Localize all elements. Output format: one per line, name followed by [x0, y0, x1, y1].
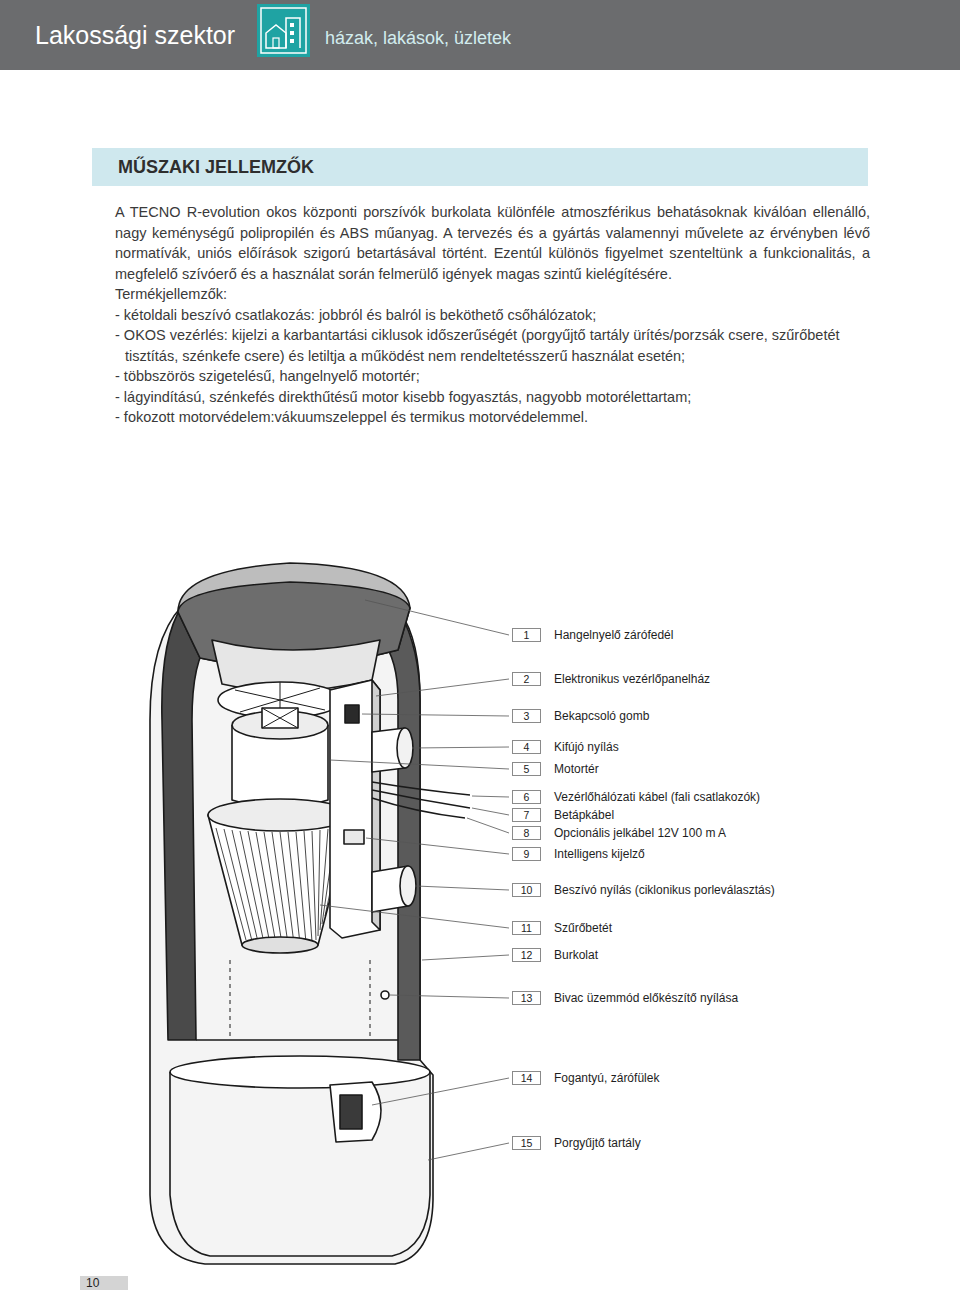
- part-name: Porgyűjtő tartály: [554, 1135, 641, 1151]
- callout-number: 2: [513, 673, 540, 685]
- part-name: Betápkábel: [554, 807, 614, 823]
- feature-item: - kétoldali beszívó csatlakozás: jobbról…: [115, 305, 870, 326]
- callout-number: 6: [513, 791, 540, 803]
- callout-box: 8Opcionális jelkábel 12V 100 m A: [512, 826, 541, 840]
- callout-number: 8: [513, 827, 540, 839]
- callout-box: 1Hangelnyelő zárófedél: [512, 628, 541, 642]
- list-heading: Termékjellemzők:: [115, 284, 870, 305]
- callout-box: 11Szűrőbetét: [512, 921, 541, 935]
- part-name: Intelligens kijelző: [554, 846, 645, 862]
- vacuum-unit-drawing: [150, 563, 470, 1264]
- leader-lines: [320, 600, 509, 1160]
- title-band: [92, 148, 868, 186]
- callout-box: 14Fogantyú, zárófülek: [512, 1071, 541, 1085]
- callout-box: 5Motortér: [512, 762, 541, 776]
- callout-box: 10Beszívó nyílás (ciklonikus porleválasz…: [512, 883, 541, 897]
- section-title: MŰSZAKI JELLEMZŐK: [118, 156, 314, 178]
- part-name: Motortér: [554, 761, 599, 777]
- callout-box: 4Kifújó nyílás: [512, 740, 541, 754]
- callout-number: 5: [513, 763, 540, 775]
- callout-number: 4: [513, 741, 540, 753]
- callout-number: 12: [513, 949, 540, 961]
- callout-box: 7Betápkábel: [512, 808, 541, 822]
- feature-item: - többszörös szigetelésű, hangelnyelő mo…: [115, 366, 870, 387]
- callout-number: 10: [513, 884, 540, 896]
- callout-number: 15: [513, 1137, 540, 1149]
- part-name: Szűrőbetét: [554, 920, 612, 936]
- part-name: Hangelnyelő zárófedél: [554, 627, 673, 643]
- feature-item: - lágyindítású, szénkefés direkthűtésű m…: [115, 387, 870, 408]
- feature-item: - fokozott motorvédelem:vákuumszeleppel …: [115, 407, 870, 428]
- callout-number: 14: [513, 1072, 540, 1084]
- header-icon: [257, 4, 310, 57]
- callout-box: 12Burkolat: [512, 948, 541, 962]
- part-name: Beszívó nyílás (ciklonikus porleválasztá…: [554, 882, 775, 898]
- part-name: Kifújó nyílás: [554, 739, 619, 755]
- part-name: Burkolat: [554, 947, 598, 963]
- callout-number: 13: [513, 992, 540, 1004]
- callout-number: 11: [513, 922, 540, 934]
- callout-number: 1: [513, 629, 540, 641]
- callout-box: 9Intelligens kijelző: [512, 847, 541, 861]
- page-number-bar: [80, 1276, 128, 1290]
- part-name: Bekapcsoló gomb: [554, 708, 649, 724]
- part-name: Opcionális jelkábel 12V 100 m A: [554, 825, 726, 841]
- intro-paragraph: A TECNO R-evolution okos központi porszí…: [115, 202, 870, 284]
- callout-box: 13Bivac üzemmód előkészítő nyílása: [512, 991, 541, 1005]
- callout-box: 6Vezérlőhálózati kábel (fali csatlakozók…: [512, 790, 541, 804]
- callout-box: 3Bekapcsoló gomb: [512, 709, 541, 723]
- feature-item: - OKOS vezérlés: kijelzi a karbantartási…: [115, 325, 870, 366]
- page-number: 10: [86, 1276, 99, 1290]
- part-name: Elektronikus vezérlőpanelház: [554, 671, 710, 687]
- part-name: Bivac üzemmód előkészítő nyílása: [554, 990, 738, 1006]
- part-name: Vezérlőhálózati kábel (fali csatlakozók): [554, 789, 760, 805]
- header-subtitle: házak, lakások, üzletek: [325, 27, 511, 49]
- callout-number: 9: [513, 848, 540, 860]
- callout-box: 15Porgyűjtő tartály: [512, 1136, 541, 1150]
- body-text: A TECNO R-evolution okos központi porszí…: [115, 202, 870, 428]
- part-name: Fogantyú, zárófülek: [554, 1070, 659, 1086]
- header-title: Lakossági szektor: [35, 20, 235, 50]
- callout-box: 2Elektronikus vezérlőpanelház: [512, 672, 541, 686]
- callout-number: 7: [513, 809, 540, 821]
- header-bar: [0, 0, 960, 70]
- callout-number: 3: [513, 710, 540, 722]
